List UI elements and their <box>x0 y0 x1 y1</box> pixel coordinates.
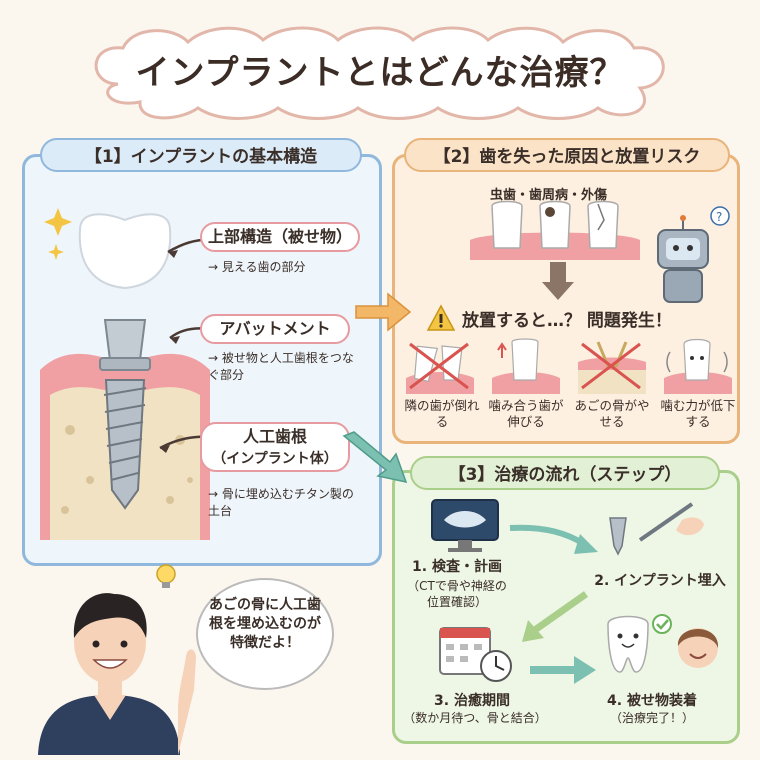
implant-illustration <box>40 208 210 540</box>
flow-title: 【3】治療の流れ（ステップ） <box>410 456 720 490</box>
crown-desc: → 見える歯の部分 <box>208 260 306 274</box>
finished-tooth-icon <box>607 614 719 673</box>
flow-arrow-2 <box>522 591 589 642</box>
causes-label: 虫歯・歯周病・外傷 <box>490 188 608 203</box>
calendar-clock-icon <box>439 627 512 682</box>
step-1-label: 1. 検査・計画 <box>412 559 502 575</box>
down-arrow-icon <box>542 262 574 300</box>
speech-bubble-text: あごの骨に人工歯根を埋め込むのが特徴だよ！ <box>209 597 321 651</box>
step-4-label: 4. 被せ物装着 <box>607 693 697 709</box>
step-1-sub: （CTで骨や神経の位置確認） <box>407 579 507 609</box>
implant-placement-icon <box>609 502 704 556</box>
step-2-label: 2. インプラント埋入 <box>594 573 726 589</box>
speech-bubble <box>196 578 334 690</box>
step-3-sub: （数か月待つ、骨と結合） <box>403 711 547 725</box>
bone-loss-icon <box>578 341 646 394</box>
robot-icon: ? <box>657 206 730 303</box>
lightbulb-icon <box>156 564 176 588</box>
arrow-to-risk <box>355 292 412 332</box>
risk-label-1: 隣の歯が倒れる <box>404 398 480 429</box>
page-title: インプラントとはどんな治療？ <box>135 53 625 93</box>
title-cloud <box>94 26 665 120</box>
risk-label-4: 噛む力が低下する <box>660 398 736 429</box>
step-3-label: 3. 治癒期間 <box>434 693 510 709</box>
extruded-tooth-icon <box>492 338 560 394</box>
step-4-sub: （治療完了！） <box>609 711 694 725</box>
root-label-sub: （インプラント体） <box>212 451 338 467</box>
ct-monitor-icon <box>431 499 499 552</box>
crown-label: 上部構造（被せ物） <box>200 222 360 252</box>
root-desc: → 骨に埋め込むチタン製の土台 <box>208 487 354 518</box>
abutment-desc: → 被せ物と人工歯根をつなぐ部分 <box>208 351 354 382</box>
risk-label-3: あごの骨がやせる <box>574 398 650 429</box>
root-label: 人工歯根 （インプラント体） <box>200 422 350 472</box>
tilted-teeth-icon <box>406 342 474 394</box>
risk-title: 【2】歯を失った原因と放置リスク <box>404 138 730 172</box>
dentist-character <box>38 564 196 755</box>
abutment-label: アバットメント <box>200 314 350 344</box>
structure-title: 【1】インプラントの基本構造 <box>40 138 362 172</box>
svg-text:?: ? <box>716 210 722 224</box>
root-label-main: 人工歯根 <box>242 427 307 446</box>
warning-icon <box>426 304 456 331</box>
flow-arrow-1 <box>509 524 598 554</box>
arrow-to-flow <box>342 431 408 484</box>
risk-label-2: 噛み合う歯が伸びる <box>488 398 564 429</box>
sparkle-icon <box>44 208 72 260</box>
weak-bite-icon <box>664 338 732 394</box>
risk-icons <box>406 338 732 394</box>
damaged-teeth <box>470 200 640 260</box>
flow-arrow-3 <box>530 656 596 684</box>
warning-text: 放置すると…？ 問題発生！ <box>462 311 672 331</box>
